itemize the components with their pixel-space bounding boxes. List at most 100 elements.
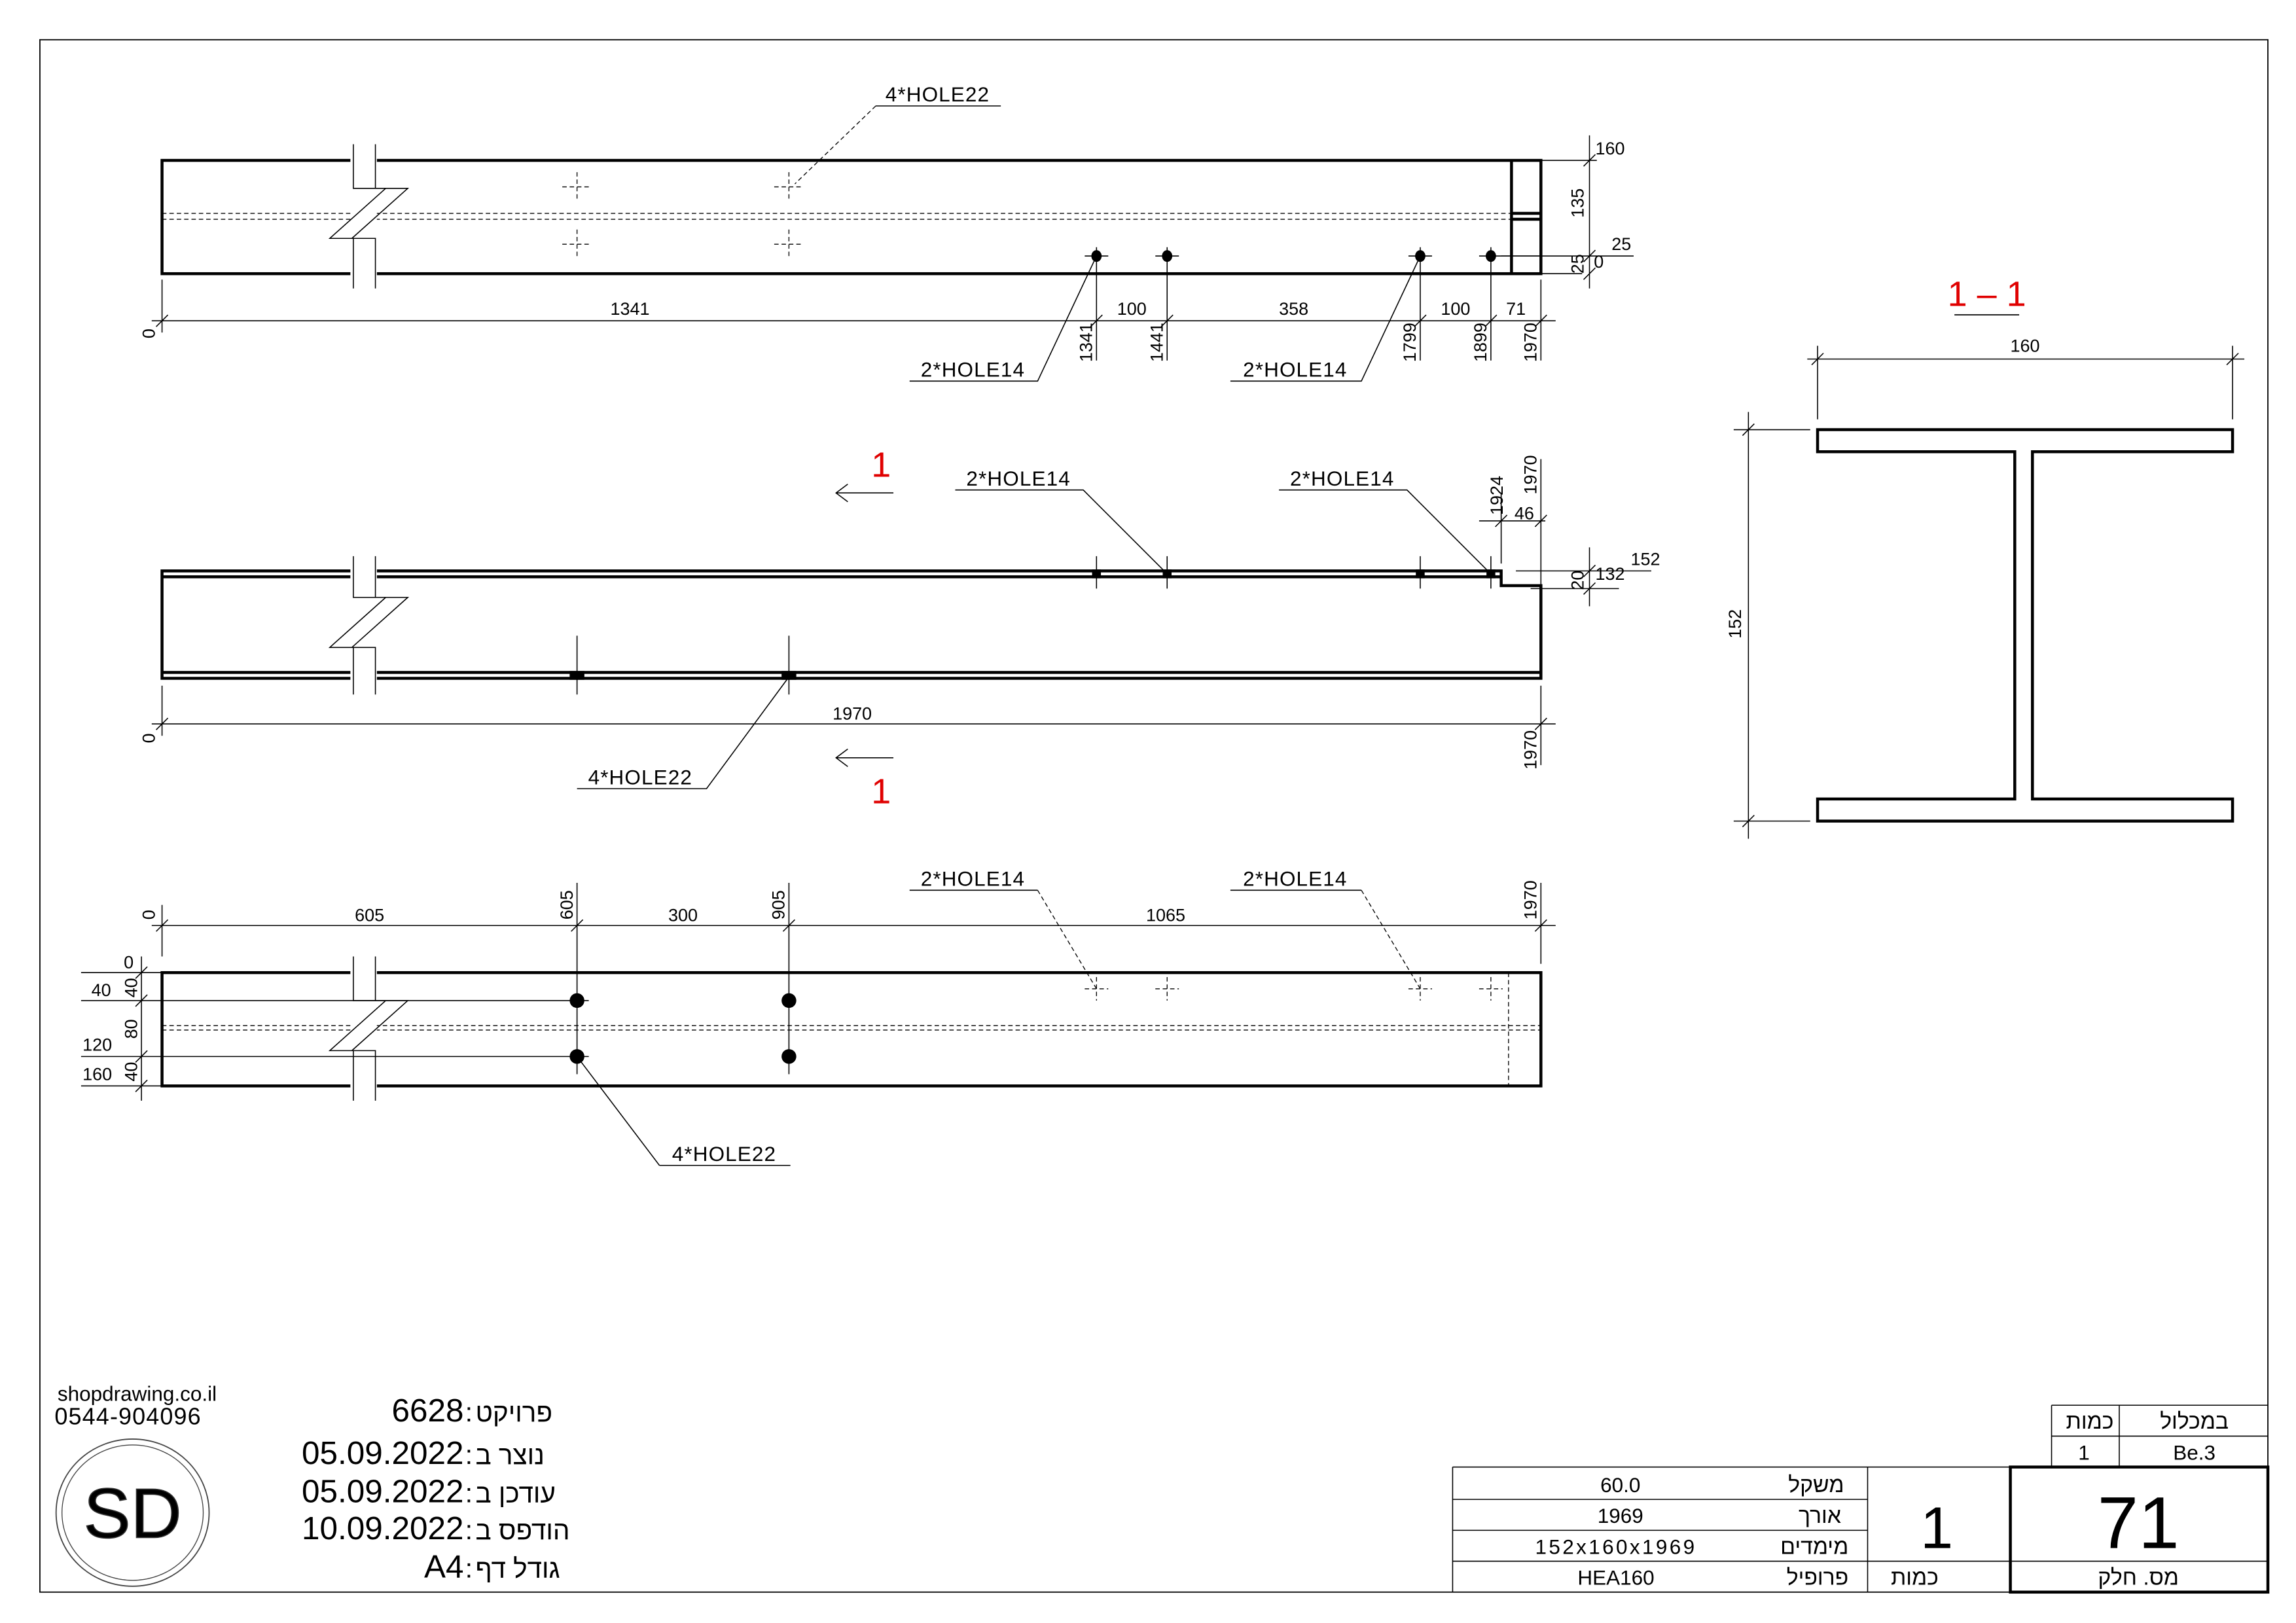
dim-1341: 1341 bbox=[611, 299, 650, 319]
part-table: 60.0 משקל 1969 אורך 152x160x1969 מימדים … bbox=[1452, 1465, 2270, 1594]
section-arrow-top: 1 bbox=[835, 445, 894, 503]
dim-0: 0 bbox=[1594, 252, 1604, 272]
svg-text:SD: SD bbox=[84, 1474, 182, 1553]
svg-text::: : bbox=[465, 1440, 473, 1470]
section-1-1: 1 – 1 160 152 bbox=[1725, 275, 2245, 839]
ord-left-160: 160 bbox=[82, 1064, 112, 1084]
dim-300: 300 bbox=[668, 906, 698, 925]
hole22-marks bbox=[562, 172, 804, 259]
section-mark-bottom: 1 bbox=[871, 772, 891, 812]
section-title: 1 – 1 bbox=[1948, 275, 2026, 314]
side-view: 1 1 1970 0 1970 1924 1970 46 152 132 20 … bbox=[139, 445, 1660, 811]
sheet-border bbox=[39, 39, 2269, 1593]
label-2-hole14-b: 2*HOLE14 bbox=[1243, 359, 1347, 382]
dim-132: 132 bbox=[1596, 564, 1625, 584]
ord-left-0: 0 bbox=[124, 952, 134, 972]
break-symbol bbox=[328, 956, 410, 1101]
ord-905: 905 bbox=[769, 890, 789, 919]
label-2-hole14-a: 2*HOLE14 bbox=[921, 868, 1025, 891]
dim-152: 152 bbox=[1630, 549, 1660, 569]
ord-1924: 1924 bbox=[1487, 476, 1507, 515]
ord-0: 0 bbox=[139, 329, 158, 338]
svg-text::: : bbox=[465, 1397, 473, 1427]
hea-profile bbox=[1816, 428, 2234, 823]
part-number-label: מס. חלק bbox=[2098, 1565, 2179, 1590]
dim-1065: 1065 bbox=[1146, 906, 1185, 925]
company-info: shopdrawing.co.il 0544-904096 SD bbox=[54, 1382, 217, 1587]
label-2-hole14-a: 2*HOLE14 bbox=[966, 467, 1070, 490]
dim-20: 20 bbox=[1568, 571, 1588, 590]
bottom-view: 605 300 1065 0 605 905 1970 0 40 40 80 1… bbox=[81, 868, 1556, 1166]
break-symbol bbox=[328, 556, 410, 695]
dim-100b: 100 bbox=[1441, 299, 1470, 319]
created-date: 05.09.2022 bbox=[302, 1435, 464, 1471]
page-size: A4 bbox=[424, 1548, 464, 1584]
hole14-marks bbox=[1085, 976, 1503, 1001]
svg-text::: : bbox=[465, 1553, 473, 1583]
dim-358: 358 bbox=[1279, 299, 1308, 319]
weight-label: משקל bbox=[1788, 1472, 1844, 1497]
ord-left-120: 120 bbox=[82, 1035, 112, 1054]
ord-605: 605 bbox=[557, 890, 577, 919]
part-number: 71 bbox=[2098, 1481, 2179, 1563]
assembly-name: Be.3 bbox=[2173, 1441, 2215, 1464]
dim-71: 71 bbox=[1506, 299, 1526, 319]
svg-text::: : bbox=[465, 1478, 473, 1508]
project-number: 6628 bbox=[391, 1393, 463, 1429]
ord-1970: 1970 bbox=[1521, 730, 1541, 770]
ord-1341: 1341 bbox=[1077, 323, 1096, 362]
company-website: shopdrawing.co.il bbox=[58, 1382, 217, 1405]
assembly-table: כמות במכלול 1 Be.3 bbox=[2051, 1404, 2269, 1467]
top-view: 1341 100 358 100 71 0 1341 1441 1799 189… bbox=[139, 83, 1634, 382]
printed-date: 10.09.2022 bbox=[302, 1510, 464, 1546]
section-arrow-bottom: 1 bbox=[835, 748, 894, 812]
dim-160: 160 bbox=[1596, 139, 1625, 158]
length-label: אורך bbox=[1799, 1503, 1841, 1528]
page-size-label: גודל דף bbox=[475, 1553, 560, 1583]
ord-1441: 1441 bbox=[1147, 323, 1166, 362]
label-4-hole22: 4*HOLE22 bbox=[588, 766, 692, 789]
quantity-value: 1 bbox=[1920, 1495, 1953, 1561]
dim-left-80: 80 bbox=[121, 1019, 141, 1039]
dim-left-40a: 40 bbox=[121, 978, 141, 997]
ord-0: 0 bbox=[139, 910, 158, 919]
company-logo: SD bbox=[55, 1438, 210, 1587]
company-phone: 0544-904096 bbox=[54, 1402, 201, 1429]
updated-label: עודכן ב bbox=[475, 1478, 555, 1508]
assembly-header: במכלול bbox=[2160, 1409, 2229, 1434]
label-4-hole22: 4*HOLE22 bbox=[672, 1143, 776, 1166]
dimensions-value: 152x160x1969 bbox=[1535, 1535, 1697, 1558]
beam-outline bbox=[160, 158, 1543, 276]
quantity-label: כמות bbox=[1891, 1565, 1939, 1590]
profile-value: HEA160 bbox=[1577, 1567, 1654, 1590]
svg-text::: : bbox=[465, 1515, 473, 1545]
dim-605: 605 bbox=[355, 906, 384, 925]
dim-135: 135 bbox=[1568, 188, 1588, 218]
created-label: נוצר ב bbox=[475, 1440, 544, 1470]
dim-46: 46 bbox=[1515, 504, 1534, 524]
label-4-hole22: 4*HOLE22 bbox=[886, 83, 990, 106]
dim-25a: 25 bbox=[1611, 234, 1631, 254]
ord-1970-top: 1970 bbox=[1521, 455, 1541, 494]
section-mark-top: 1 bbox=[871, 445, 891, 484]
label-2-hole14-b: 2*HOLE14 bbox=[1290, 467, 1394, 490]
project-info: 6628 : פרויקט 05.09.2022 : נוצר ב 05.09.… bbox=[302, 1393, 570, 1584]
dimensions-label: מימדים bbox=[1780, 1534, 1848, 1559]
dim-100a: 100 bbox=[1117, 299, 1147, 319]
dim-25b: 25 bbox=[1568, 254, 1588, 274]
section-height: 152 bbox=[1725, 609, 1745, 639]
label-2-hole14-a: 2*HOLE14 bbox=[921, 359, 1025, 382]
length-value: 1969 bbox=[1598, 1505, 1643, 1527]
printed-label: הודפס ב bbox=[475, 1515, 569, 1545]
dim-left-40b: 40 bbox=[121, 1062, 141, 1082]
ord-left-40: 40 bbox=[92, 980, 111, 1000]
assembly-qty: 1 bbox=[2078, 1441, 2090, 1464]
ord-1970: 1970 bbox=[1521, 880, 1541, 919]
ord-1899: 1899 bbox=[1471, 323, 1490, 362]
profile-label: פרופיל bbox=[1787, 1565, 1849, 1590]
weight-value: 60.0 bbox=[1600, 1474, 1640, 1497]
project-label: פרויקט bbox=[475, 1397, 552, 1427]
hole22-marks bbox=[81, 883, 797, 1075]
ord-1970: 1970 bbox=[1521, 323, 1541, 362]
